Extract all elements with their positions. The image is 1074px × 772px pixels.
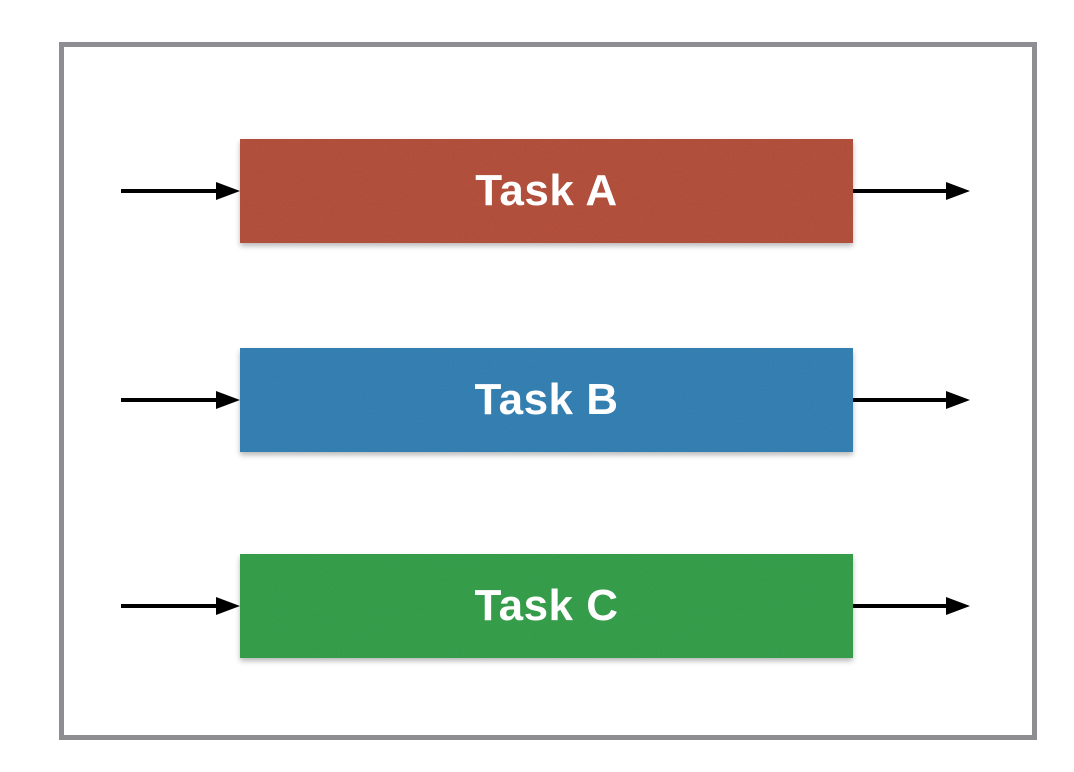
- task-a-label: Task A: [475, 166, 618, 215]
- task-a-outbound-arrow-icon: [853, 181, 970, 201]
- task-c-inbound-arrow-icon: [121, 596, 240, 616]
- task-c-label: Task C: [474, 581, 619, 630]
- task-a-box: Task A: [240, 139, 853, 243]
- task-a-inbound-arrow-icon: [121, 181, 240, 201]
- slide-frame: [59, 42, 1037, 740]
- task-c-box: Task C: [240, 554, 853, 658]
- task-b-box: Task B: [240, 348, 853, 452]
- task-c-outbound-arrow-icon: [853, 596, 970, 616]
- task-b-inbound-arrow-icon: [121, 390, 240, 410]
- task-b-label: Task B: [474, 375, 619, 424]
- task-b-outbound-arrow-icon: [853, 390, 970, 410]
